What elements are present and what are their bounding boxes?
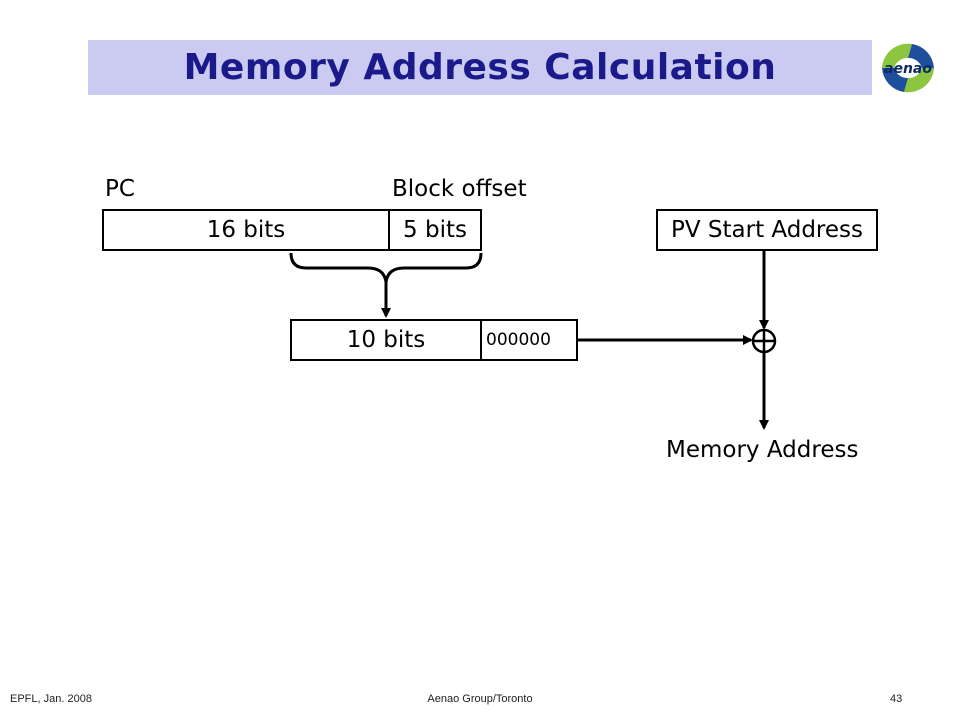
memory-address-label: Memory Address xyxy=(666,437,859,463)
footer-center: Aenao Group/Toronto xyxy=(427,693,533,705)
block-offset-label: Block offset xyxy=(392,176,527,202)
curly-brace xyxy=(289,252,483,283)
pc-register: 16 bits 5 bits xyxy=(102,209,482,251)
zero-padding-field: 000000 xyxy=(486,330,551,350)
pc-low-field: 5 bits xyxy=(403,217,467,243)
page-number: 43 xyxy=(890,693,903,705)
index-field: 10 bits xyxy=(292,321,482,359)
pc-label: PC xyxy=(105,176,135,202)
aenao-logo: aenao xyxy=(882,43,934,93)
index-register: 10 bits 000000 xyxy=(290,319,578,361)
logo-text: aenao xyxy=(884,61,932,77)
adder-icon xyxy=(751,328,777,354)
title-bar: Memory Address Calculation xyxy=(88,40,872,95)
pv-start-address-box: PV Start Address xyxy=(656,209,878,251)
footer-left: EPFL, Jan. 2008 xyxy=(10,693,92,705)
pv-start-address-label: PV Start Address xyxy=(670,217,863,243)
slide-title: Memory Address Calculation xyxy=(183,47,777,88)
pc-high-field: 16 bits xyxy=(104,211,390,249)
